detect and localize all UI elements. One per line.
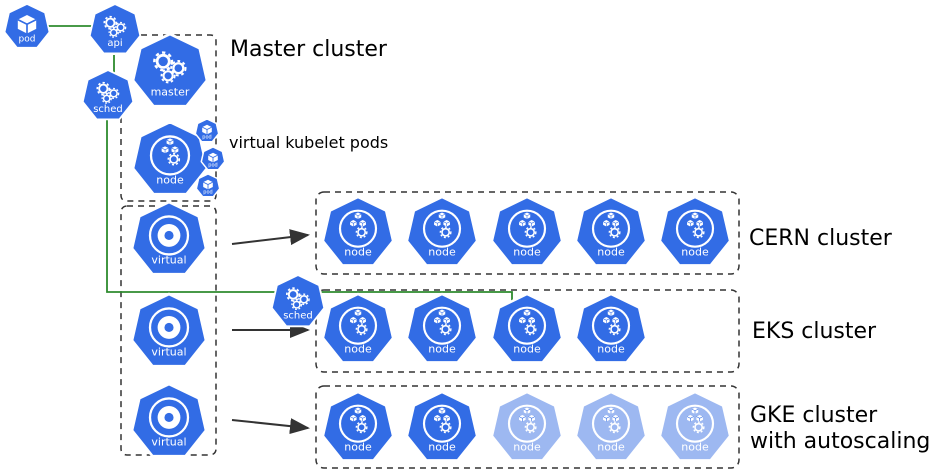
virtual-kubelet-pod-icon-3: pod <box>195 173 221 198</box>
gke-node-icon-3: node <box>490 390 564 462</box>
eks-node-icon-3-label: node <box>513 342 541 355</box>
virtual-kubelet-pods-label: virtual kubelet pods <box>229 133 388 152</box>
virtual-node-icon-2: virtual <box>130 292 208 368</box>
gke-node-icon-4-label: node <box>597 440 625 453</box>
eks-node-icon-2: node <box>405 292 479 364</box>
cern-node-icon-4: node <box>574 195 648 267</box>
cern-node-icon-2-label: node <box>428 245 456 258</box>
virtual-kubelet-pod-icon-1: pod <box>194 118 220 143</box>
virtual-node-icon-1-label: virtual <box>151 254 186 267</box>
virtual-node-icon-3-label: virtual <box>151 436 186 449</box>
cern-node-icon-3: node <box>490 195 564 267</box>
master-icon: master <box>131 32 209 108</box>
gke-node-icon-1: node <box>321 390 395 462</box>
cern-node-icon-4-label: node <box>597 245 625 258</box>
virtual-node-icon-3: virtual <box>130 382 208 458</box>
virtual-kubelet-pod-icon-3-label: pod <box>203 189 212 195</box>
api-icon-label: api <box>107 38 122 49</box>
eks-node-icon-3: node <box>490 292 564 364</box>
gke-cluster-label-line2: with autoscaling <box>750 429 930 454</box>
gke-node-icon-5-label: node <box>681 440 709 453</box>
cern-node-icon-1: node <box>321 195 395 267</box>
eks-node-icon-2-label: node <box>428 342 456 355</box>
eks-node-icon-4: node <box>574 292 648 364</box>
pod-icon: pod <box>3 3 51 49</box>
cern-cluster-box <box>315 191 740 275</box>
virtual-kubelet-pod-icon-1-label: pod <box>202 134 211 140</box>
virtual-node-icon-1: virtual <box>130 200 208 276</box>
gke-node-icon-5: node <box>658 390 732 462</box>
eks-node-icon-1-label: node <box>344 342 372 355</box>
gke-node-icon-4: node <box>574 390 648 462</box>
eks-node-icon-4-label: node <box>597 342 625 355</box>
master-cluster-box <box>120 34 217 202</box>
cern-node-icon-3-label: node <box>513 245 541 258</box>
scheduler-icon-label: sched <box>93 104 123 115</box>
pod-icon-label: pod <box>19 34 36 44</box>
virtual-node-icon-2-label: virtual <box>151 346 186 359</box>
gke-node-icon-2: node <box>405 390 479 462</box>
gke-node-icon-3-label: node <box>513 440 541 453</box>
eks-cluster-box <box>315 289 740 373</box>
master-icon-label: master <box>151 86 190 99</box>
cern-node-icon-1-label: node <box>344 245 372 258</box>
cern-node-icon-5: node <box>658 195 732 267</box>
eks-node-icon-1: node <box>321 292 395 364</box>
gke-node-icon-1-label: node <box>344 440 372 453</box>
scheduler-icon: sched <box>81 69 135 121</box>
arrow-to-gke <box>231 418 310 435</box>
gke-node-icon-2-label: node <box>428 440 456 453</box>
arrow-to-cern <box>231 229 310 246</box>
virtual-kubelet-pod-icon-2-label: pod <box>208 162 217 168</box>
cern-node-icon-5-label: node <box>681 245 709 258</box>
gke-cluster-label-line1: GKE cluster <box>750 403 878 428</box>
virtual-kubelet-pod-icon-2: pod <box>200 146 226 171</box>
master-cluster-label: Master cluster <box>230 37 388 62</box>
cern-cluster-label: CERN cluster <box>749 226 893 251</box>
api-icon: api <box>88 3 142 55</box>
master-node-icon-label: node <box>156 174 184 187</box>
eks-scheduler-icon: sched <box>270 274 326 328</box>
eks-scheduler-icon-label: sched <box>283 311 313 322</box>
gke-cluster-box <box>315 385 740 469</box>
cern-node-icon-2: node <box>405 195 479 267</box>
eks-cluster-label: EKS cluster <box>752 319 877 344</box>
